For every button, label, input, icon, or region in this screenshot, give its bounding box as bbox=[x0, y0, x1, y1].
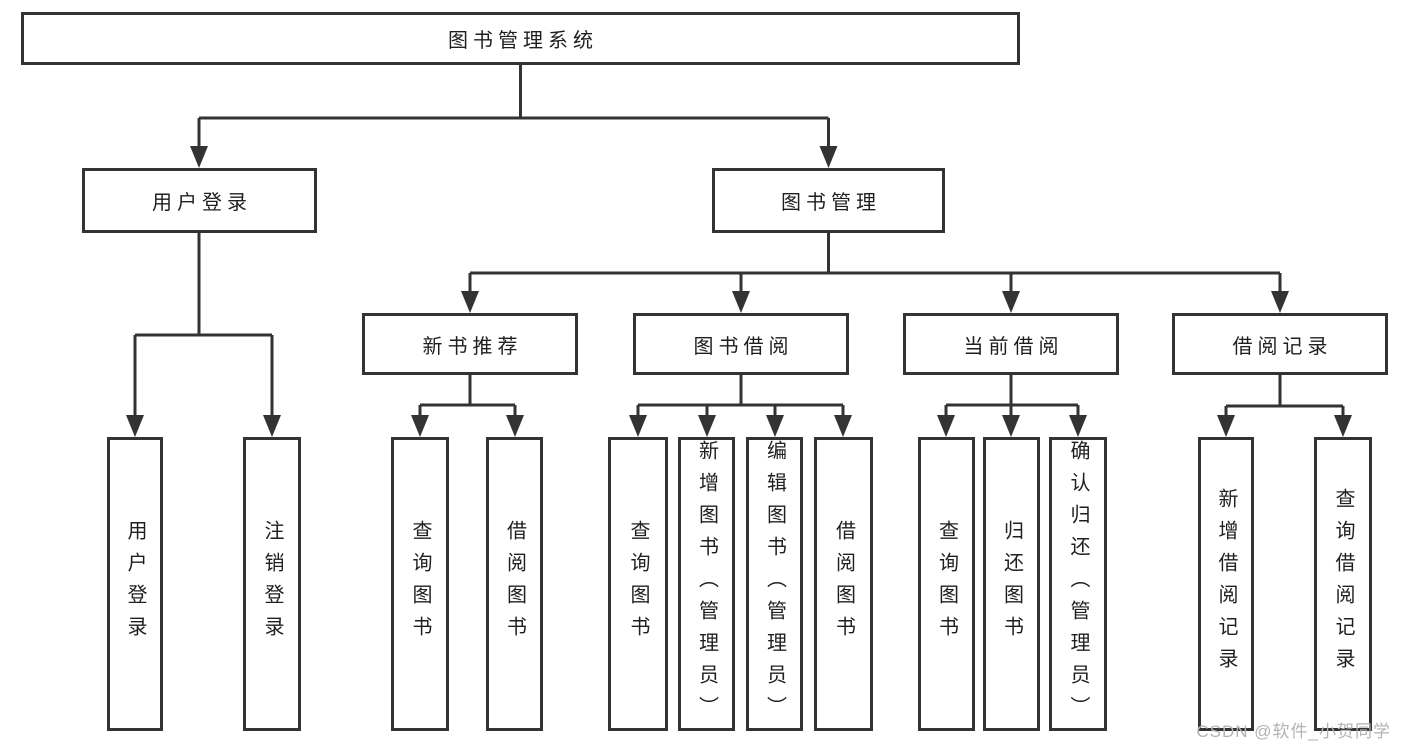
node-new-book-recommend: 新书推荐 bbox=[362, 313, 578, 375]
arrowheads-level2 bbox=[190, 146, 838, 168]
leaf-user-login: 用户登录 bbox=[107, 437, 163, 731]
arrowheads-new-book-recommend-leaves bbox=[411, 415, 524, 437]
leaf-borrow-books-recommend: 借阅图书 bbox=[486, 437, 543, 731]
node-current-borrow: 当前借阅 bbox=[903, 313, 1119, 375]
leaf-query-books-borrow: 查询图书 bbox=[608, 437, 668, 731]
arrowheads-book-borrow-leaves bbox=[629, 415, 852, 437]
leaf-borrow-books: 借阅图书 bbox=[814, 437, 873, 731]
leaf-logout: 注销登录 bbox=[243, 437, 301, 731]
leaf-edit-books-admin: 编辑图书（管理员） bbox=[746, 437, 803, 731]
arrowheads-user-login-leaves bbox=[126, 415, 281, 437]
connector-current-borrow-to-leaves bbox=[944, 375, 1080, 416]
node-borrow-records: 借阅记录 bbox=[1172, 313, 1388, 375]
leaf-add-borrow-record: 新增借阅记录 bbox=[1198, 437, 1254, 731]
csdn-watermark: CSDN @软件_小贺同学 bbox=[1196, 722, 1391, 741]
node-book-borrow: 图书借阅 bbox=[633, 313, 849, 375]
connector-new-book-recommend-to-leaves bbox=[418, 375, 517, 416]
leaf-query-books-recommend: 查询图书 bbox=[391, 437, 449, 731]
connector-user-login-to-leaves bbox=[133, 233, 274, 416]
connector-book-management-to-level3 bbox=[468, 233, 1282, 292]
node-book-management: 图书管理 bbox=[712, 168, 945, 233]
arrowheads-current-borrow-leaves bbox=[937, 415, 1087, 437]
connector-book-borrow-to-leaves bbox=[636, 375, 845, 416]
node-root-system: 图书管理系统 bbox=[21, 12, 1020, 65]
leaf-return-books: 归还图书 bbox=[983, 437, 1040, 731]
arrowheads-level3 bbox=[461, 291, 1289, 313]
node-user-login: 用户登录 bbox=[82, 168, 317, 233]
leaf-query-borrow-record: 查询借阅记录 bbox=[1314, 437, 1372, 731]
leaf-query-books-current: 查询图书 bbox=[918, 437, 975, 731]
connector-root-to-level2 bbox=[197, 65, 830, 147]
leaf-add-books-admin: 新增图书（管理员） bbox=[678, 437, 735, 731]
leaf-confirm-return-admin: 确认归还（管理员） bbox=[1049, 437, 1107, 731]
arrowheads-borrow-records-leaves bbox=[1217, 415, 1352, 437]
connector-borrow-records-to-leaves bbox=[1224, 375, 1345, 416]
